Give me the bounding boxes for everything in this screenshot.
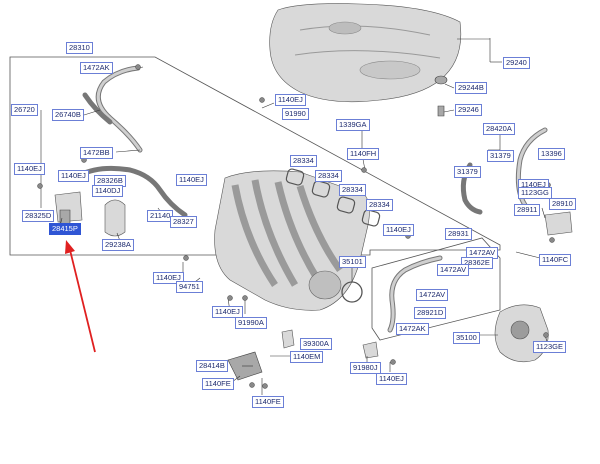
intake-manifold <box>214 170 370 311</box>
callout-1140ej-i[interactable]: 1140EJ <box>376 373 407 385</box>
callout-1140ej-h[interactable]: 1140EJ <box>212 306 243 318</box>
callout-35101[interactable]: 35101 <box>339 256 366 268</box>
callout-26720[interactable]: 26720 <box>11 104 38 116</box>
callout-28910[interactable]: 28910 <box>549 198 576 210</box>
gasket-4 <box>361 209 381 227</box>
pcv-hose-right <box>387 255 443 333</box>
callout-1140dj[interactable]: 1140DJ <box>92 185 124 197</box>
callout-29240[interactable]: 29240 <box>503 57 530 69</box>
callout-1140fh[interactable]: 1140FH <box>347 148 380 160</box>
vacuum-line <box>77 165 188 218</box>
engine-cover <box>269 3 462 103</box>
callout-1140fe-b[interactable]: 1140FE <box>252 396 284 408</box>
callout-1472ak[interactable]: 1472AK <box>80 62 113 74</box>
callout-91980j[interactable]: 91980J <box>350 362 381 374</box>
callout-28921d[interactable]: 28921D <box>414 307 447 319</box>
callout-31379-b[interactable]: 31379 <box>454 166 481 178</box>
cover-bolt <box>437 105 445 117</box>
callout-1472av-c[interactable]: 1472AV <box>416 289 449 301</box>
callout-1472ak-b[interactable]: 1472AK <box>396 323 429 335</box>
callout-91990[interactable]: 91990 <box>282 108 309 120</box>
callout-1140ej-f[interactable]: 1140EJ <box>383 224 414 236</box>
callout-28415p[interactable]: 28415P <box>49 223 81 235</box>
lower-sensor <box>281 329 295 349</box>
callout-28420a[interactable]: 28420A <box>483 123 515 135</box>
callout-1472bb[interactable]: 1472BB <box>80 147 113 159</box>
callout-94751[interactable]: 94751 <box>176 281 203 293</box>
vacuum-canister <box>104 199 126 237</box>
callout-1140ej-c[interactable]: 1140EJ <box>176 174 207 186</box>
callout-28334-c[interactable]: 28334 <box>339 184 366 196</box>
callout-28911[interactable]: 28911 <box>514 204 541 216</box>
callout-29238a[interactable]: 29238A <box>102 239 134 251</box>
callout-1140fe-a[interactable]: 1140FE <box>202 378 234 390</box>
callout-1140ej-a[interactable]: 1140EJ <box>14 163 45 175</box>
callout-28310[interactable]: 28310 <box>66 42 93 54</box>
callout-1123ge[interactable]: 1123GE <box>533 341 566 353</box>
callout-1123gg[interactable]: 1123GG <box>518 187 552 199</box>
callout-35100[interactable]: 35100 <box>453 332 480 344</box>
callout-31379-a[interactable]: 31379 <box>487 150 514 162</box>
callout-29246[interactable]: 29246 <box>455 104 482 116</box>
callout-28334-a[interactable]: 28334 <box>290 155 317 167</box>
callout-1140fc[interactable]: 1140FC <box>539 254 572 266</box>
gasket-3 <box>336 196 356 214</box>
throttle-body <box>494 304 549 363</box>
callout-26740b[interactable]: 26740B <box>52 109 84 121</box>
callout-91990a[interactable]: 91990A <box>235 317 267 329</box>
assembly-outline <box>9 56 501 256</box>
callout-28325d[interactable]: 28325D <box>22 210 55 222</box>
callout-1339ga[interactable]: 1339GA <box>336 119 370 131</box>
pcv-hose-left <box>82 65 143 153</box>
callout-28931[interactable]: 28931 <box>445 228 472 240</box>
sub-assembly-outline <box>371 237 501 341</box>
connector-clip <box>362 341 379 359</box>
gasket-1 <box>285 168 305 186</box>
callout-28334-d[interactable]: 28334 <box>366 199 393 211</box>
callout-1140em[interactable]: 1140EM <box>290 351 324 363</box>
callout-13396[interactable]: 13396 <box>538 148 565 160</box>
gasket-2 <box>311 180 331 198</box>
callout-1140ej-d[interactable]: 1140EJ <box>275 94 306 106</box>
pointer-arrow <box>65 240 96 353</box>
callout-28414b[interactable]: 28414B <box>196 360 228 372</box>
callout-1140ej-b[interactable]: 1140EJ <box>58 170 89 182</box>
callout-39300a[interactable]: 39300A <box>300 338 332 350</box>
callout-28334-b[interactable]: 28334 <box>315 170 342 182</box>
cover-grommet <box>434 75 448 85</box>
callout-1472av-b[interactable]: 1472AV <box>437 264 470 276</box>
callout-29244b[interactable]: 29244B <box>455 82 487 94</box>
callout-28327[interactable]: 28327 <box>170 216 197 228</box>
